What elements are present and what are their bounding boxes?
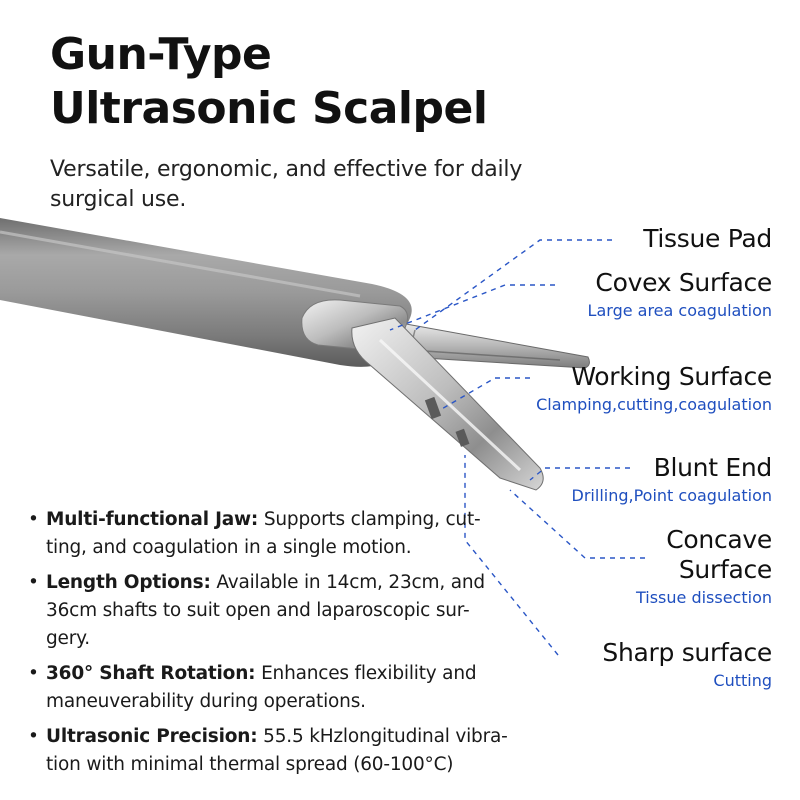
- label-description: Clamping,cutting,coagulation: [536, 395, 772, 414]
- feature-line: maneuverability during operations.: [46, 691, 366, 712]
- feature-text: Enhances flexibility and: [261, 663, 477, 684]
- leader-blunt-end: [529, 467, 630, 481]
- label-name-line: Concave: [666, 525, 772, 554]
- feature-line: gery.: [46, 628, 90, 649]
- leader-sharp-surface: [464, 455, 559, 656]
- feature-line: tion with minimal thermal spread (60-100…: [46, 754, 454, 775]
- feature-title: 360° Shaft Rotation:: [46, 663, 256, 684]
- feature-title: Length Options:: [46, 572, 211, 593]
- feature-text: Supports clamping, cut-: [263, 509, 481, 530]
- leader-working-surface: [439, 377, 530, 411]
- feature-line: ting, and coagulation in a single motion…: [46, 537, 412, 558]
- label-name-line: Working Surface: [571, 362, 772, 391]
- feature-line: 36cm shafts to suit open and laparoscopi…: [46, 600, 470, 621]
- leader-concave-surface: [509, 489, 645, 559]
- blade: [351, 317, 544, 491]
- feature-list: • Multi-functional Jaw: Supports clampin…: [28, 506, 573, 786]
- page-subtitle: Versatile, ergonomic, and effective for …: [50, 155, 650, 215]
- label-name-line: Sharp surface: [602, 638, 772, 667]
- feature-item-precision: • Ultrasonic Precision: 55.5 kHzlongitud…: [28, 723, 573, 779]
- label-name: Working Surface: [536, 362, 772, 392]
- bullet: •: [28, 726, 39, 747]
- label-sharp-surface: Sharp surface Cutting: [602, 638, 772, 692]
- label-name: Concave Surface: [636, 525, 772, 585]
- feature-item-jaw: • Multi-functional Jaw: Supports clampin…: [28, 506, 573, 562]
- label-name: Blunt End: [572, 453, 773, 483]
- bullet: •: [28, 509, 39, 530]
- label-tissue-pad: Tissue Pad: [643, 224, 772, 254]
- feature-title: Ultrasonic Precision:: [46, 726, 258, 747]
- feature-line: Length Options: Available in 14cm, 23cm,…: [46, 569, 573, 597]
- feature-item-length: • Length Options: Available in 14cm, 23c…: [28, 569, 573, 653]
- label-name: Covex Surface: [588, 268, 772, 298]
- bullet: •: [28, 572, 39, 593]
- label-working-surface: Working Surface Clamping,cutting,coagula…: [536, 362, 772, 416]
- label-description: Cutting: [713, 671, 772, 690]
- page-title: Gun-Type Ultrasonic Scalpel: [50, 28, 488, 136]
- feature-line: Ultrasonic Precision: 55.5 kHzlongitudin…: [46, 723, 573, 751]
- label-name-line: Tissue Pad: [643, 224, 772, 253]
- label-description: Large area coagulation: [587, 301, 772, 320]
- bullet: •: [28, 663, 39, 684]
- label-name-line: Covex Surface: [595, 268, 772, 297]
- title-line-2: Ultrasonic Scalpel: [50, 83, 488, 134]
- feature-line: 360° Shaft Rotation: Enhances flexibilit…: [46, 660, 573, 688]
- feature-text: Available in 14cm, 23cm, and: [216, 572, 485, 593]
- label-name-line: Surface: [678, 555, 772, 584]
- feature-text: 55.5 kHzlongitudinal vibra-: [263, 726, 508, 747]
- leader-lines: [389, 239, 645, 656]
- feature-line: Multi-functional Jaw: Supports clamping,…: [46, 506, 573, 534]
- feature-item-rotation: • 360° Shaft Rotation: Enhances flexibil…: [28, 660, 573, 716]
- title-line-1: Gun-Type: [50, 29, 272, 80]
- feature-title: Multi-functional Jaw:: [46, 509, 259, 530]
- label-name: Sharp surface: [602, 638, 772, 668]
- label-name-line: Blunt End: [653, 453, 773, 482]
- label-name: Tissue Pad: [643, 224, 772, 254]
- leader-tissue-pad: [414, 239, 612, 331]
- subtitle-line-2: surgical use.: [50, 187, 187, 212]
- label-description: Drilling,Point coagulation: [571, 486, 772, 505]
- subtitle-line-1: Versatile, ergonomic, and effective for …: [50, 157, 523, 182]
- leader-convex-surface: [389, 284, 555, 331]
- label-concave-surface: Concave Surface Tissue dissection: [636, 525, 772, 609]
- label-convex-surface: Covex Surface Large area coagulation: [587, 268, 773, 322]
- label-description: Tissue dissection: [635, 588, 772, 607]
- label-blunt-end: Blunt End Drilling,Point coagulation: [571, 453, 773, 507]
